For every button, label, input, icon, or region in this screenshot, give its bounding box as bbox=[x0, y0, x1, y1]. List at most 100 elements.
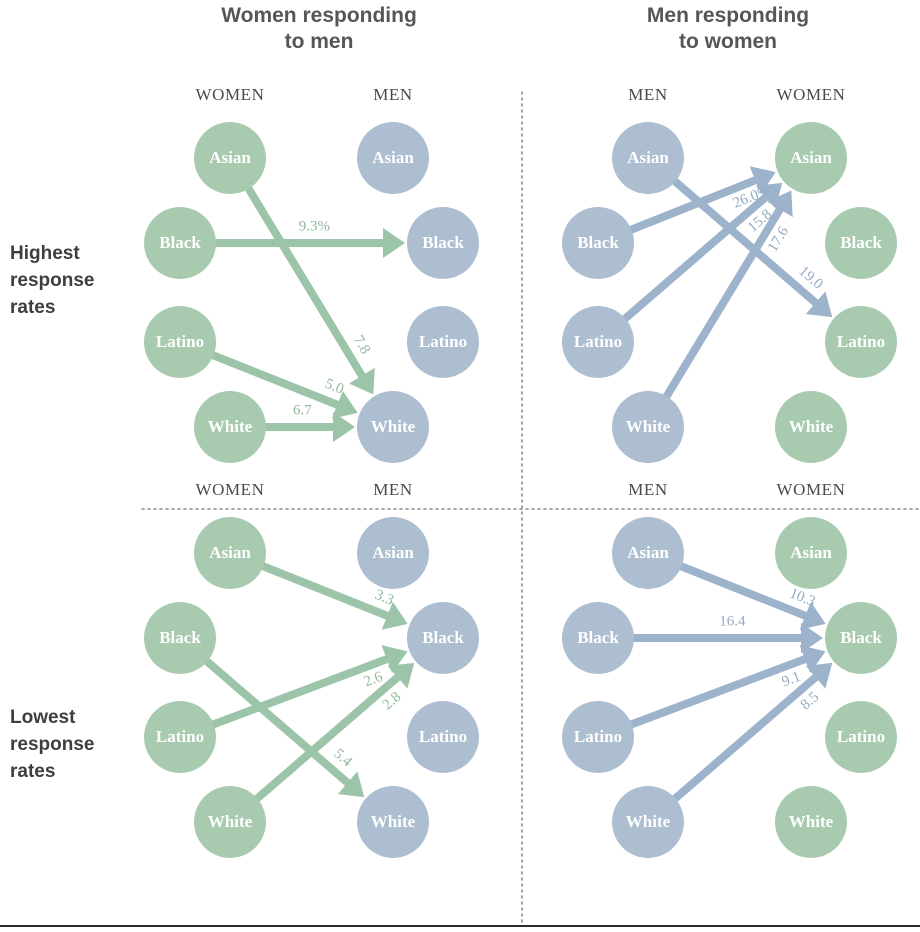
node-target-latino[interactable]: Latino bbox=[407, 306, 479, 378]
node-target-latino[interactable]: Latino bbox=[825, 306, 897, 378]
node-target-black[interactable]: Black bbox=[407, 602, 479, 674]
node-source-latino[interactable]: Latino bbox=[144, 701, 216, 773]
node-label: White bbox=[208, 812, 253, 831]
node-target-latino[interactable]: Latino bbox=[825, 701, 897, 773]
node-circle bbox=[357, 391, 429, 463]
node-source-white[interactable]: White bbox=[194, 391, 266, 463]
panel-title-right: Men responding to women bbox=[647, 4, 809, 53]
node-target-white[interactable]: White bbox=[775, 391, 847, 463]
node-circle bbox=[357, 122, 429, 194]
node-source-asian[interactable]: Asian bbox=[194, 517, 266, 589]
arrow-white-to-asian bbox=[662, 190, 793, 400]
node-circle bbox=[825, 306, 897, 378]
node-source-white[interactable]: White bbox=[194, 786, 266, 858]
arrows-group bbox=[210, 185, 405, 442]
node-label: White bbox=[789, 812, 834, 831]
node-circle bbox=[612, 391, 684, 463]
node-label: Black bbox=[422, 233, 464, 252]
node-circle bbox=[357, 786, 429, 858]
node-circle bbox=[194, 391, 266, 463]
node-source-latino[interactable]: Latino bbox=[562, 306, 634, 378]
node-source-latino[interactable]: Latino bbox=[562, 701, 634, 773]
node-source-latino[interactable]: Latino bbox=[144, 306, 216, 378]
node-source-black[interactable]: Black bbox=[144, 207, 216, 279]
column-header-target: WOMEN bbox=[776, 85, 845, 104]
arrow-black-to-black bbox=[632, 623, 823, 653]
node-label: White bbox=[789, 417, 834, 436]
node-source-black[interactable]: Black bbox=[144, 602, 216, 674]
node-source-asian[interactable]: Asian bbox=[612, 122, 684, 194]
row-label-highest-line1: Highest bbox=[10, 243, 80, 264]
node-circle bbox=[562, 207, 634, 279]
node-target-asian[interactable]: Asian bbox=[357, 122, 429, 194]
node-target-white[interactable]: White bbox=[357, 786, 429, 858]
node-circle bbox=[612, 517, 684, 589]
row-label-highest-line2: response bbox=[10, 270, 94, 291]
node-target-white[interactable]: White bbox=[775, 786, 847, 858]
arrow-white-to-black bbox=[253, 662, 415, 803]
node-source-asian[interactable]: Asian bbox=[194, 122, 266, 194]
node-label: White bbox=[208, 417, 253, 436]
node-label: Asian bbox=[372, 543, 414, 562]
arrow-label-latino-to-white: 5.0 bbox=[323, 376, 346, 398]
node-circle bbox=[407, 207, 479, 279]
arrow-latino-to-black bbox=[628, 645, 826, 729]
node-target-black[interactable]: Black bbox=[825, 602, 897, 674]
node-circle bbox=[775, 122, 847, 194]
node-target-asian[interactable]: Asian bbox=[775, 517, 847, 589]
arrow-asian-to-black bbox=[678, 561, 826, 630]
node-label: Latino bbox=[156, 332, 204, 351]
node-label: Latino bbox=[837, 727, 885, 746]
node-label: Asian bbox=[209, 543, 251, 562]
node-label: Black bbox=[577, 628, 619, 647]
node-source-black[interactable]: Black bbox=[562, 602, 634, 674]
node-circle bbox=[194, 122, 266, 194]
arrow-black-to-asian bbox=[628, 166, 776, 235]
node-label: Black bbox=[577, 233, 619, 252]
node-circle bbox=[562, 602, 634, 674]
panel-title-left-line1: Women responding bbox=[221, 4, 417, 27]
node-target-white[interactable]: White bbox=[357, 391, 429, 463]
node-target-black[interactable]: Black bbox=[825, 207, 897, 279]
node-label: White bbox=[371, 812, 416, 831]
node-circle bbox=[144, 701, 216, 773]
arrow-asian-to-black bbox=[260, 561, 408, 630]
arrows-group bbox=[621, 166, 833, 400]
node-target-asian[interactable]: Asian bbox=[357, 517, 429, 589]
arrows-group bbox=[628, 561, 833, 803]
arrows-group bbox=[203, 561, 415, 803]
column-header-source: MEN bbox=[628, 480, 668, 499]
node-label: Latino bbox=[419, 332, 467, 351]
node-source-white[interactable]: White bbox=[612, 391, 684, 463]
node-target-asian[interactable]: Asian bbox=[775, 122, 847, 194]
row-label-highest: Highest response rates bbox=[10, 243, 94, 318]
node-target-latino[interactable]: Latino bbox=[407, 701, 479, 773]
panel-title-left: Women responding to men bbox=[221, 4, 417, 53]
node-label: Black bbox=[159, 628, 201, 647]
node-circle bbox=[775, 517, 847, 589]
node-source-black[interactable]: Black bbox=[562, 207, 634, 279]
arrow-latino-to-white bbox=[210, 350, 358, 419]
node-label: Latino bbox=[837, 332, 885, 351]
node-source-asian[interactable]: Asian bbox=[612, 517, 684, 589]
arrow-label-asian-to-white: 7.8 bbox=[350, 333, 373, 357]
arrow-latino-to-asian bbox=[621, 182, 783, 323]
node-circle bbox=[194, 786, 266, 858]
arrow-asian-to-latino bbox=[671, 177, 833, 318]
node-circle bbox=[825, 207, 897, 279]
arrow-white-to-black bbox=[671, 662, 833, 803]
node-target-black[interactable]: Black bbox=[407, 207, 479, 279]
column-header-source: WOMEN bbox=[195, 480, 264, 499]
arrow-label-white-to-white: 6.7 bbox=[293, 402, 312, 418]
node-source-white[interactable]: White bbox=[612, 786, 684, 858]
node-circle bbox=[562, 701, 634, 773]
node-label: Asian bbox=[627, 148, 669, 167]
node-label: Black bbox=[840, 233, 882, 252]
panel-title-right-line1: Men responding bbox=[647, 4, 809, 27]
node-label: White bbox=[626, 812, 671, 831]
